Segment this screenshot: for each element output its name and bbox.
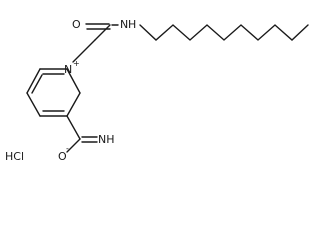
- oxygen-charge-minus: -: [66, 144, 69, 153]
- carbonyl-oxygen-label: O: [72, 18, 81, 31]
- ring-nitrogen-label: N: [64, 63, 72, 76]
- hcl-salt-label: HCl: [5, 150, 24, 163]
- enol-oxygen-label: O: [58, 150, 67, 163]
- amide-n-label: N: [120, 18, 128, 31]
- imine-nh-label: NH: [98, 133, 115, 146]
- structure-diagram: O N H N + O - NH HCl: [5, 18, 309, 163]
- atom-labels: O N H N + O - NH HCl: [5, 18, 136, 163]
- amide-h-label: H: [128, 18, 136, 31]
- ring-charge-plus: +: [73, 59, 80, 68]
- bond-skeleton: [26, 23, 309, 153]
